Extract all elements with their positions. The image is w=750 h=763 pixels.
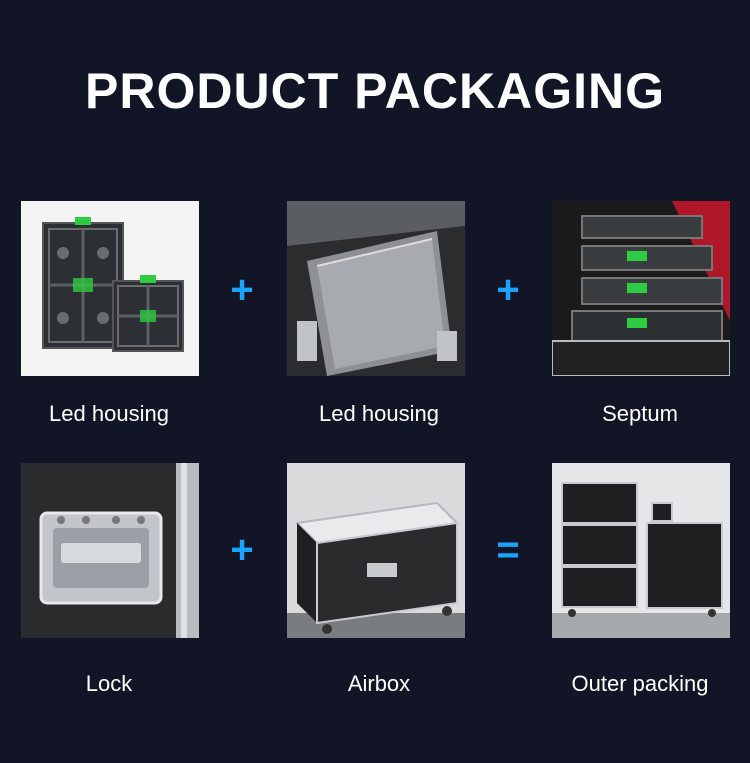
caption-outer-packing: Outer packing (571, 671, 709, 696)
plus-operator: + (496, 268, 520, 312)
case-lock-handle-photo (21, 463, 199, 638)
septum-stacked-cabinets-photo (552, 201, 730, 376)
equals-operator: = (496, 528, 520, 572)
caption-led-housing: Led housing (49, 401, 169, 426)
cabinet-in-case-photo (287, 201, 465, 376)
airbox-case-photo (287, 463, 465, 638)
plus-operator: + (230, 268, 254, 312)
page-title: PRODUCT PACKAGING (85, 63, 665, 119)
caption-septum: Septum (602, 401, 678, 426)
plus-operator: + (230, 528, 254, 572)
led-cabinets-photo (21, 201, 199, 376)
caption-airbox: Airbox (347, 671, 411, 696)
stacked-flight-cases-photo (552, 463, 730, 638)
caption-lock: Lock (85, 671, 133, 696)
caption-led-housing: Led housing (319, 401, 439, 426)
